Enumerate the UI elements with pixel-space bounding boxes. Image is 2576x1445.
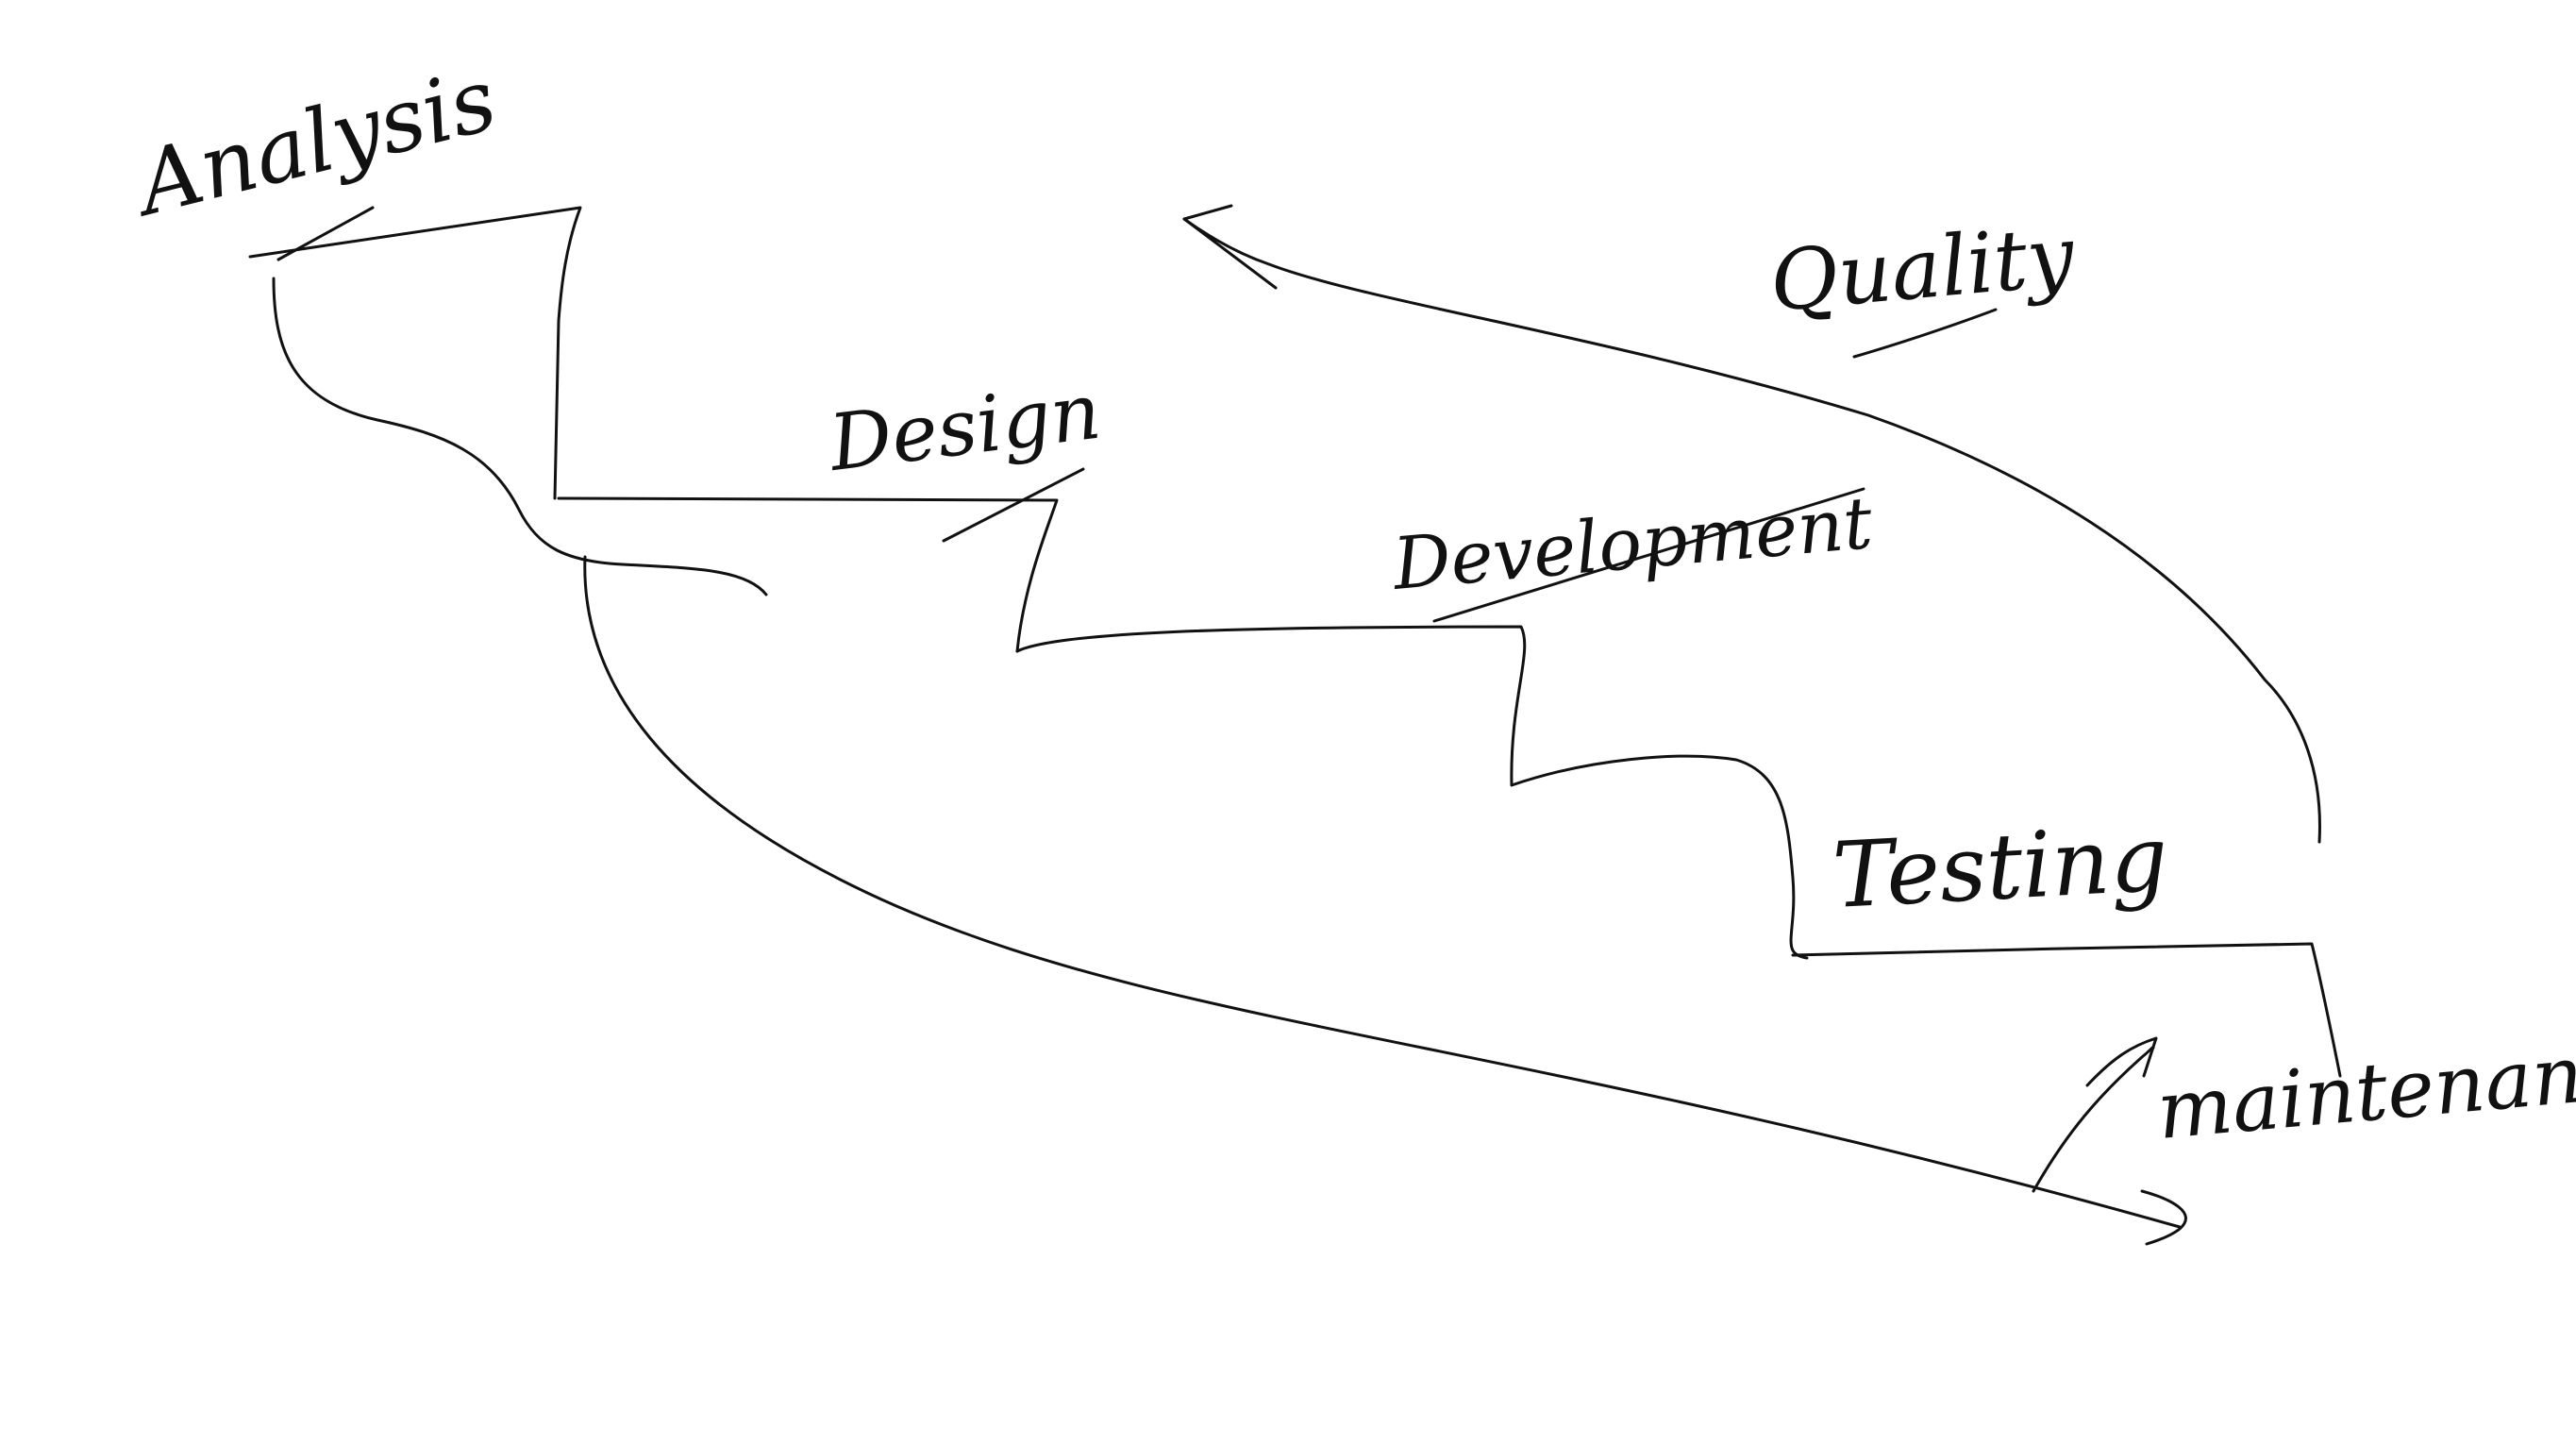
quality-underline: [1852, 308, 1998, 359]
maintenance-up-arrow: [2032, 1046, 2155, 1193]
testing-step: [1791, 942, 2342, 1078]
quality-feedback-arrowhead: [1182, 204, 1278, 290]
quality-feedback-curve: [1182, 217, 2321, 844]
stage-label-testing: Testing: [1830, 805, 2171, 929]
analysis-to-design-curve: [272, 277, 768, 596]
bottom-curve-to-maintenance: [583, 555, 2182, 1229]
bottom-curve-arrowhead: [2140, 1189, 2187, 1246]
feedback-label-quality: Quality: [1765, 207, 2079, 330]
design-underline: [942, 467, 1085, 543]
design-step: [557, 496, 1059, 653]
development-step: [1015, 625, 1809, 960]
maintenance-up-arrowhead: [2085, 1036, 2158, 1087]
analysis-underline: [276, 206, 375, 261]
development-underline: [1432, 487, 1865, 623]
analysis-step: [248, 206, 582, 500]
